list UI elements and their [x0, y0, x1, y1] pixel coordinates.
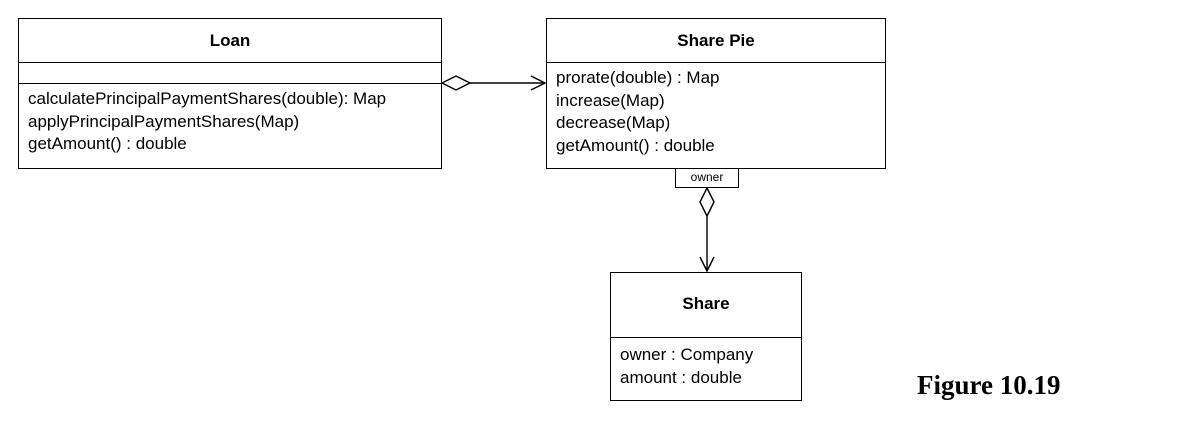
sharepie-share-aggregation	[699, 186, 715, 273]
operation: decrease(Map)	[556, 113, 671, 132]
loan-sharepie-aggregation	[440, 75, 547, 91]
open-arrowhead	[530, 75, 547, 91]
operation: increase(Map)	[556, 90, 665, 110]
share-class: Share owner : Company amount : double	[610, 272, 802, 401]
attribute: amount : double	[620, 367, 742, 387]
class-name: Share	[611, 273, 801, 338]
share-pie-class: Share Pie prorate(double) : Map increase…	[546, 18, 886, 169]
attribute: owner : Company	[620, 345, 754, 364]
operation: applyPrincipalPaymentShares(Map)	[28, 111, 300, 131]
aggregation-diamond	[440, 75, 472, 91]
aggregation-diamond	[699, 186, 715, 218]
class-name: Loan	[19, 19, 441, 63]
attributes-compartment: owner : Company amount : double	[611, 338, 801, 389]
class-name: Share Pie	[547, 19, 885, 63]
operation: getAmount() : double	[28, 134, 187, 153]
loan-class: Loan calculatePrincipalPaymentShares(dou…	[18, 18, 442, 169]
operations-compartment: prorate(double) : Map increase(Map) decr…	[547, 63, 885, 157]
figure-caption: Figure 10.19	[917, 370, 1061, 400]
operation: calculatePrincipalPaymentShares(double):…	[28, 89, 387, 108]
open-arrowhead	[699, 256, 715, 273]
attributes-compartment	[19, 63, 441, 84]
owner-qualifier: owner	[675, 168, 739, 188]
operation: prorate(double) : Map	[556, 68, 720, 87]
operations-compartment: calculatePrincipalPaymentShares(double):…	[19, 84, 441, 156]
operation: getAmount() : double	[556, 135, 715, 155]
